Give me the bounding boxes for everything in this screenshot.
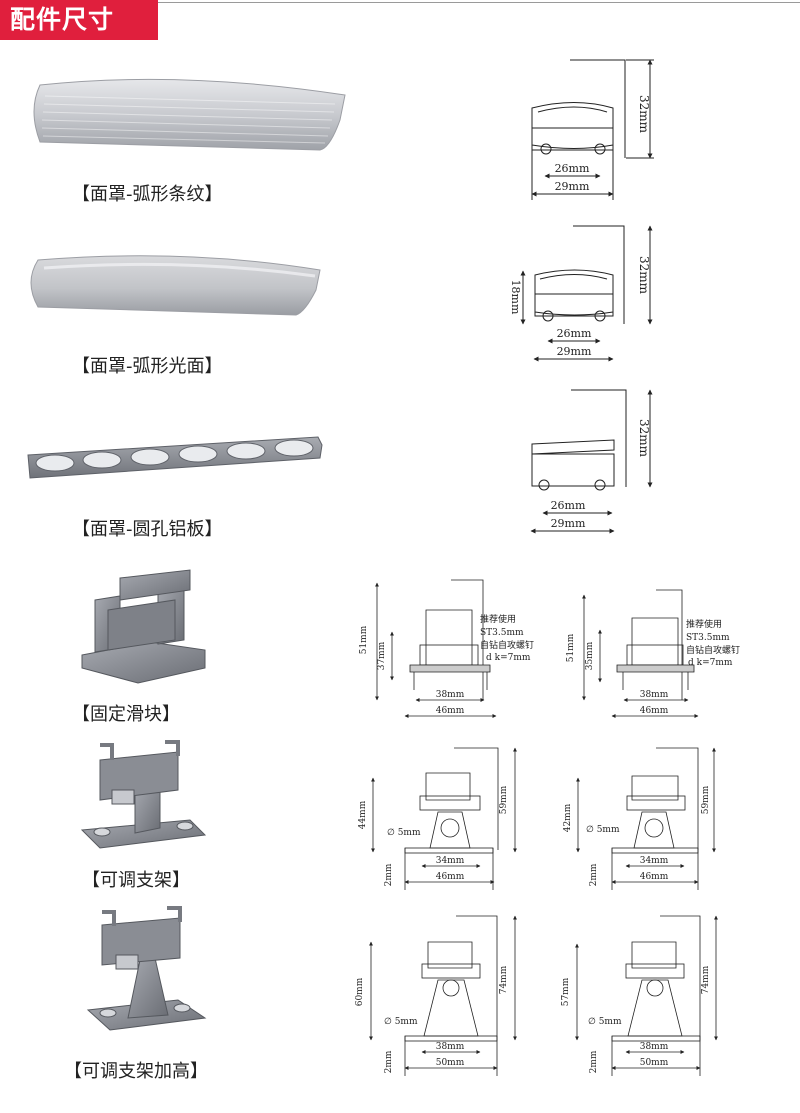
arc-striped-cover-image bbox=[33, 78, 346, 151]
tall-b-hole-label: ∅ 5mm bbox=[588, 1017, 622, 1027]
part-label-adjustable-bracket: 【可调支架】 bbox=[82, 870, 190, 891]
tall-b-base-label: 2mm bbox=[589, 1050, 599, 1073]
fixed-slider-image bbox=[81, 569, 206, 684]
bracket-a-w1-label: 34mm bbox=[436, 856, 465, 866]
slider-b-note3: 自钻自攻螺钉 bbox=[686, 644, 740, 656]
slider-b-w2-label: 46mm bbox=[640, 706, 669, 716]
slider-a-w1-label: 38mm bbox=[436, 690, 465, 700]
bracket-b-left-label: 42mm bbox=[563, 803, 573, 832]
bracket-drawing-b bbox=[576, 747, 716, 890]
bracket-b-w1-label: 34mm bbox=[640, 856, 669, 866]
bracket-b-hole-label: ∅ 5mm bbox=[586, 825, 620, 835]
tall-bracket-drawing-a bbox=[369, 915, 517, 1076]
cover-drawing-3 bbox=[530, 389, 653, 534]
page-title: 配件尺寸 bbox=[0, 0, 158, 40]
bracket-a-hole-label: ∅ 5mm bbox=[387, 828, 421, 838]
tall-a-right-label: 74mm bbox=[499, 965, 509, 994]
cover2-height-label: 32mm bbox=[637, 256, 651, 295]
part-label-arc-striped: 【面罩-弧形条纹】 bbox=[72, 184, 223, 205]
tall-a-w2-label: 50mm bbox=[436, 1058, 465, 1068]
tall-a-left-label: 60mm bbox=[355, 977, 365, 1006]
slider-b-inner-label: 35mm bbox=[585, 641, 595, 670]
slider-a-note2: ST3.5mm bbox=[480, 628, 524, 638]
cover2-outer-label: 29mm bbox=[557, 345, 592, 358]
tall-b-w1-label: 38mm bbox=[640, 1042, 669, 1052]
slider-a-note4: d k=7mm bbox=[486, 653, 531, 663]
arc-smooth-cover-image bbox=[30, 255, 321, 316]
slider-a-inner-label: 37mm bbox=[377, 641, 387, 670]
slider-drawing-b bbox=[582, 589, 699, 718]
cover-drawing-2 bbox=[520, 225, 653, 362]
slider-a-note1: 推荐使用 bbox=[480, 613, 516, 625]
cover1-inner-label: 26mm bbox=[555, 162, 590, 175]
slider-b-note1: 推荐使用 bbox=[686, 618, 722, 630]
bracket-a-right-label: 59mm bbox=[499, 785, 509, 814]
tall-b-left-label: 57mm bbox=[561, 977, 571, 1006]
slider-b-note4: d k=7mm bbox=[688, 658, 733, 668]
bracket-b-right-label: 59mm bbox=[701, 785, 711, 814]
adjustable-bracket-image bbox=[80, 740, 207, 849]
part-label-arc-smooth: 【面罩-弧形光面】 bbox=[72, 356, 223, 377]
part-label-fixed-slider: 【固定滑块】 bbox=[72, 704, 180, 725]
bracket-a-base-label: 2mm bbox=[384, 863, 394, 886]
cover1-outer-label: 29mm bbox=[555, 180, 590, 193]
slider-a-total-label: 51mm bbox=[359, 625, 369, 654]
tall-a-base-label: 2mm bbox=[384, 1050, 394, 1073]
cover2-inner-label: 26mm bbox=[557, 327, 592, 340]
bracket-drawing-a bbox=[371, 747, 517, 890]
tall-bracket-image bbox=[86, 906, 207, 1031]
tall-a-hole-label: ∅ 5mm bbox=[384, 1017, 418, 1027]
bracket-a-w2-label: 46mm bbox=[436, 872, 465, 882]
part-label-tall-bracket: 【可调支架加高】 bbox=[64, 1061, 208, 1082]
bracket-a-left-label: 44mm bbox=[358, 800, 368, 829]
cover3-outer-label: 29mm bbox=[551, 517, 586, 530]
slider-b-note2: ST3.5mm bbox=[686, 633, 730, 643]
slider-a-note3: 自钻自攻螺钉 bbox=[480, 639, 534, 651]
slider-b-total-label: 51mm bbox=[566, 633, 576, 662]
cover3-height-label: 32mm bbox=[637, 419, 651, 458]
tall-b-w2-label: 50mm bbox=[640, 1058, 669, 1068]
cover1-height-label: 32mm bbox=[637, 95, 651, 134]
slider-a-w2-label: 46mm bbox=[436, 706, 465, 716]
slider-b-w1-label: 38mm bbox=[640, 690, 669, 700]
slider-drawing-a bbox=[375, 579, 497, 718]
bracket-b-base-label: 2mm bbox=[589, 863, 599, 886]
tall-b-right-label: 74mm bbox=[701, 965, 711, 994]
cover3-inner-label: 26mm bbox=[551, 499, 586, 512]
cover2-side-label: 18mm bbox=[509, 280, 522, 315]
header-rule bbox=[0, 2, 800, 3]
tall-bracket-drawing-b bbox=[575, 915, 718, 1076]
cover-drawing-1 bbox=[531, 59, 654, 200]
bracket-b-w2-label: 46mm bbox=[640, 872, 669, 882]
perforated-plate-image bbox=[27, 436, 323, 479]
part-label-perforated-plate: 【面罩-圆孔铝板】 bbox=[72, 519, 223, 540]
tall-a-w1-label: 38mm bbox=[436, 1042, 465, 1052]
